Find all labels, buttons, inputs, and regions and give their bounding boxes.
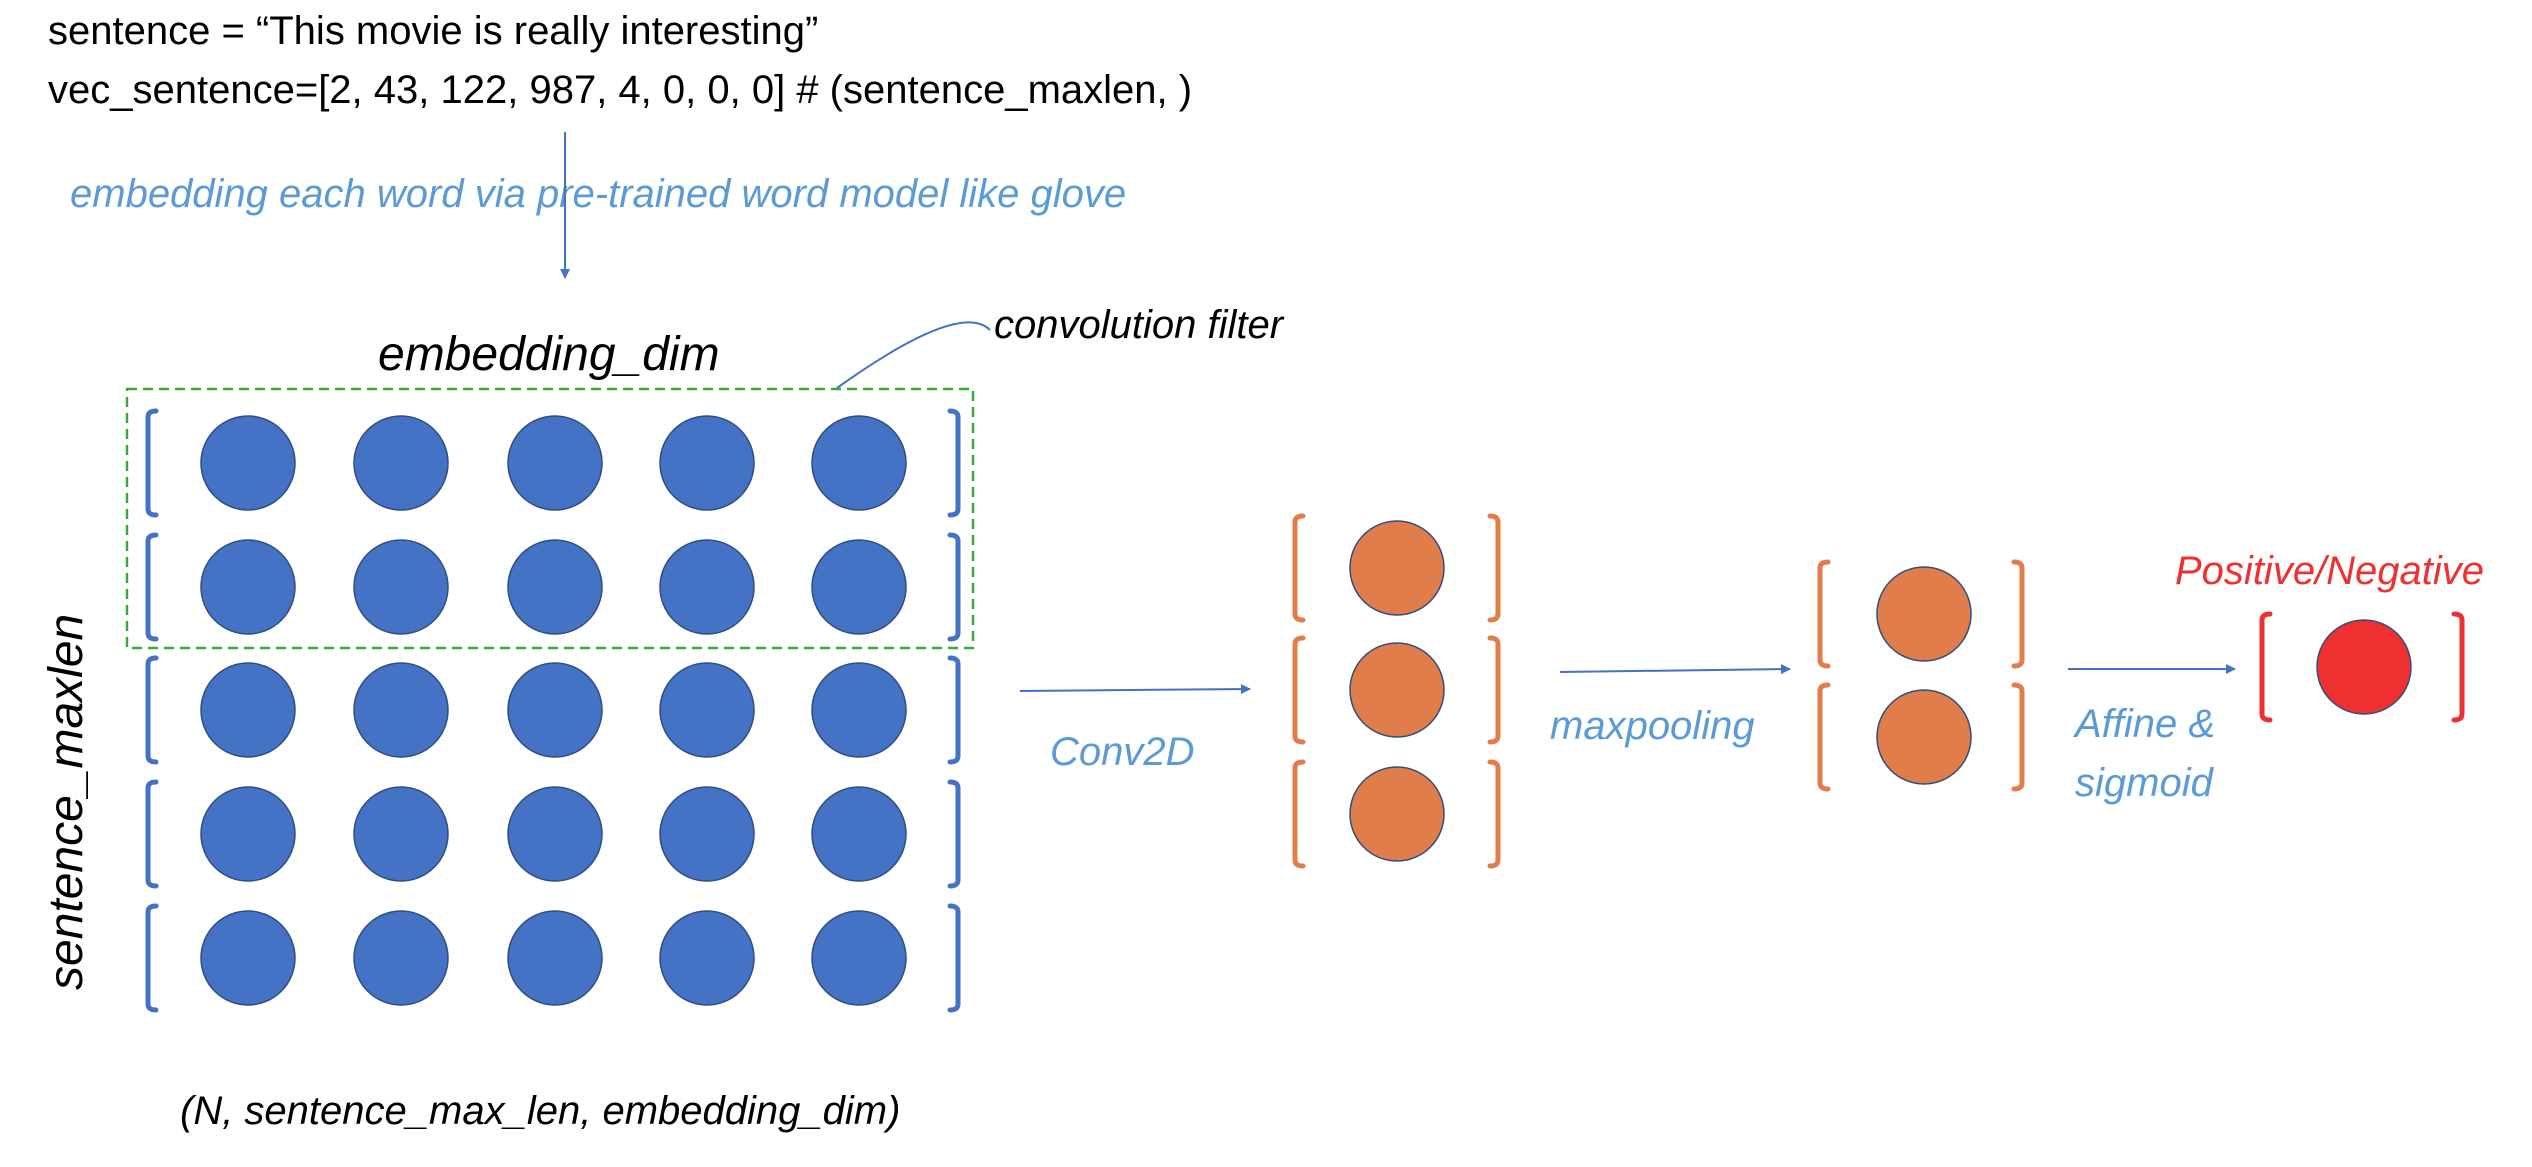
output-left-bracket (2259, 611, 2273, 723)
embedding-node (507, 662, 603, 758)
pooled-output-right-bracket (2011, 559, 2025, 669)
convolution-filter-label: convolution filter (994, 303, 1285, 347)
pooled-output-left-bracket (1817, 559, 1831, 669)
convolution-filter-leader (836, 321, 991, 389)
conv-output-node (1349, 520, 1445, 616)
embedding-node (811, 786, 907, 882)
output-label: Positive/Negative (2175, 549, 2484, 593)
embedding-row-right-bracket (947, 532, 961, 642)
embedding-row (145, 779, 961, 889)
shape-note: (N, sentence_max_len, embedding_dim) (180, 1089, 900, 1133)
conv-output-left-bracket (1292, 635, 1306, 745)
output-right-bracket (2451, 611, 2465, 723)
embedding-node (659, 415, 755, 511)
embedding-row-left-bracket (145, 408, 159, 518)
convolution-filter-box (125, 387, 975, 650)
embedding-row-right-bracket (947, 408, 961, 518)
embedding-row-left-bracket (145, 532, 159, 642)
embedding-node (507, 415, 603, 511)
pooled-output-node (1876, 689, 1972, 785)
embedding-node (200, 662, 296, 758)
pooled-output-right-bracket (2011, 682, 2025, 792)
pooled-output-node (1876, 566, 1972, 662)
conv-output-column (1292, 513, 1501, 869)
embedding-node (507, 786, 603, 882)
embedding-node (811, 415, 907, 511)
conv-output-cell (1292, 759, 1501, 869)
embedding-node (353, 910, 449, 1006)
embedding-row (145, 903, 961, 1013)
embedding-matrix (145, 408, 961, 1013)
embedding-row-left-bracket (145, 779, 159, 889)
embedding-node (659, 786, 755, 882)
embedding-node (353, 786, 449, 882)
conv-output-node (1349, 766, 1445, 862)
affine-label-line1: Affine & (2073, 702, 2215, 746)
embedding-row (145, 655, 961, 765)
conv-output-right-bracket (1487, 759, 1501, 869)
embedding-node (200, 415, 296, 511)
sentence-maxlen-label: sentence_maxlen (40, 614, 93, 990)
pooled-output-left-bracket (1817, 682, 1831, 792)
conv2d-arrow (1019, 684, 1251, 695)
conv2d-label: Conv2D (1050, 730, 1195, 774)
embedding-node (507, 910, 603, 1006)
pooled-output-cell (1817, 682, 2025, 792)
pooled-output-cell (1817, 559, 2025, 669)
pooled-output-column (1817, 559, 2025, 792)
conv-output-cell (1292, 635, 1501, 745)
embedding-node (200, 786, 296, 882)
embedding-node (200, 539, 296, 635)
embedding-node (659, 539, 755, 635)
embedding-note: embedding each word via pre-trained word… (70, 172, 1126, 216)
output-node (2316, 619, 2412, 715)
embedding-node (659, 662, 755, 758)
embedding-row (145, 532, 961, 642)
embedding-node (811, 662, 907, 758)
vec-sentence-code-line: vec_sentence=[2, 43, 122, 987, 4, 0, 0, … (48, 68, 1192, 112)
embedding-node (200, 910, 296, 1006)
embedding-row-left-bracket (145, 655, 159, 765)
sentence-code-line: sentence = “This movie is really interes… (48, 9, 818, 53)
embedding-row-right-bracket (947, 903, 961, 1013)
embedding-row-right-bracket (947, 779, 961, 889)
conv-output-left-bracket (1292, 513, 1306, 623)
maxpooling-label: maxpooling (1550, 704, 1755, 748)
embedding-row (145, 408, 961, 518)
embedding-node (659, 910, 755, 1006)
embedding-dim-label: embedding_dim (378, 328, 720, 381)
conv-output-cell (1292, 513, 1501, 623)
output-node-group (2259, 611, 2465, 723)
embedding-node (507, 539, 603, 635)
embedding-node (811, 539, 907, 635)
embedding-node (353, 415, 449, 511)
embedding-row-right-bracket (947, 655, 961, 765)
embedding-row-left-bracket (145, 903, 159, 1013)
embedding-node (353, 662, 449, 758)
conv-output-node (1349, 642, 1445, 738)
conv-output-right-bracket (1487, 513, 1501, 623)
affine-label-line2: sigmoid (2075, 761, 2215, 805)
conv-output-left-bracket (1292, 759, 1306, 869)
maxpooling-arrow (1559, 664, 1791, 675)
embedding-node (811, 910, 907, 1006)
conv-output-right-bracket (1487, 635, 1501, 745)
embedding-node (353, 539, 449, 635)
